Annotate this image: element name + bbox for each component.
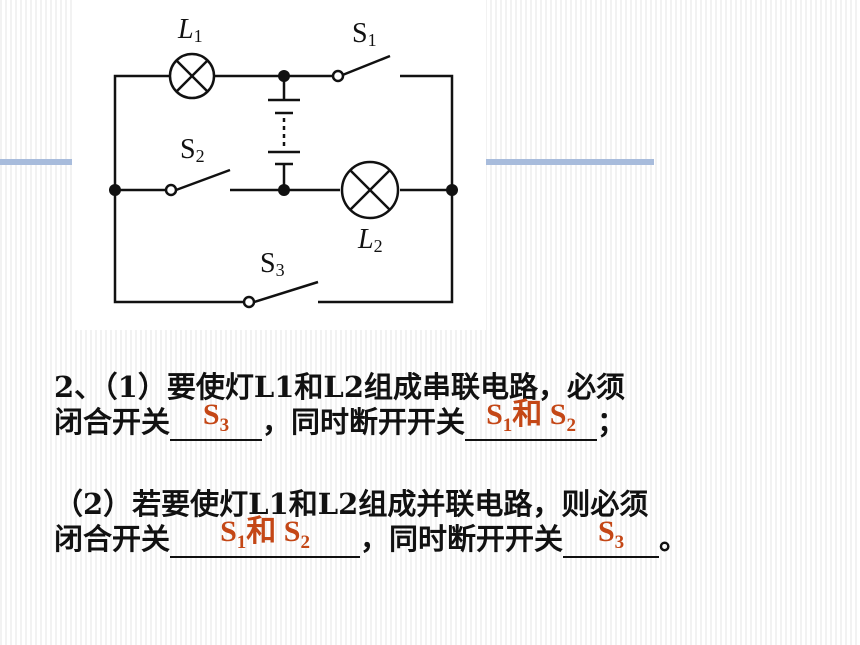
switch-s2-pivot	[164, 183, 178, 197]
switch-s1-blade	[339, 54, 391, 78]
switch-s3-label: S3	[260, 248, 285, 280]
end-punctuation: ；	[597, 405, 627, 440]
close-switch-prompt: 闭合开关	[54, 405, 171, 440]
answer-text: S1和 S2	[220, 514, 310, 553]
question-1-prompt: 2、（1）要使灯L1和L2组成串联电路，必须	[54, 370, 625, 404]
wire-top-right	[400, 74, 454, 190]
answer-blank-open[interactable]: S3	[563, 515, 660, 558]
junction-dot	[109, 184, 121, 196]
answer-text: S3	[597, 514, 625, 553]
wire-bottom	[113, 190, 454, 304]
junction-dot	[278, 70, 290, 82]
accent-rule-left	[0, 159, 72, 165]
accent-rule-right	[486, 159, 654, 165]
junction-dot	[446, 184, 458, 196]
switch-s1-label: S1	[352, 18, 377, 50]
answer-text: S1和 S2	[486, 397, 576, 436]
lamp-l1-label: L1	[177, 14, 203, 46]
open-switch-prompt: ，同时断开开关	[360, 522, 564, 557]
question-2-prompt: （2）若要使灯L1和L2组成并联电路，则必须	[54, 487, 649, 521]
answer-text: S3	[202, 397, 230, 436]
switch-s2-blade	[175, 168, 231, 192]
switch-s3-blade	[253, 280, 319, 304]
switch-s3-pivot	[242, 295, 256, 309]
question-2-answer-line: 闭合开关 S1和 S2 ，同时断开开关 S3 。	[54, 515, 844, 558]
open-switch-prompt: ，同时断开开关	[262, 405, 466, 440]
end-punctuation: 。	[659, 522, 689, 557]
close-switch-prompt: 闭合开关	[54, 522, 171, 557]
answer-blank-open[interactable]: S1和 S2	[465, 398, 598, 441]
question-2: （2）若要使灯L1和L2组成并联电路，则必须 闭合开关 S1和 S2 ，同时断开开关…	[54, 487, 844, 558]
lamp-l1-icon	[168, 52, 216, 100]
switch-s1-pivot	[331, 69, 345, 83]
lamp-l2-label: L2	[357, 224, 383, 256]
junction-dot	[278, 184, 290, 196]
circuit-diagram: L1 S1 S2 L2 S3	[72, 0, 486, 330]
question-1-answer-line: 闭合开关 S3 ，同时断开开关 S1和 S2 ；	[54, 398, 844, 441]
lamp-l2-icon	[340, 160, 400, 220]
answer-blank-close[interactable]: S1和 S2	[170, 515, 361, 558]
question-1: 2、（1）要使灯L1和L2组成串联电路，必须 闭合开关 S3 ，同时断开开关 S1和 …	[54, 370, 844, 441]
answer-blank-close[interactable]: S3	[170, 398, 263, 441]
switch-s2-label: S2	[180, 134, 205, 166]
